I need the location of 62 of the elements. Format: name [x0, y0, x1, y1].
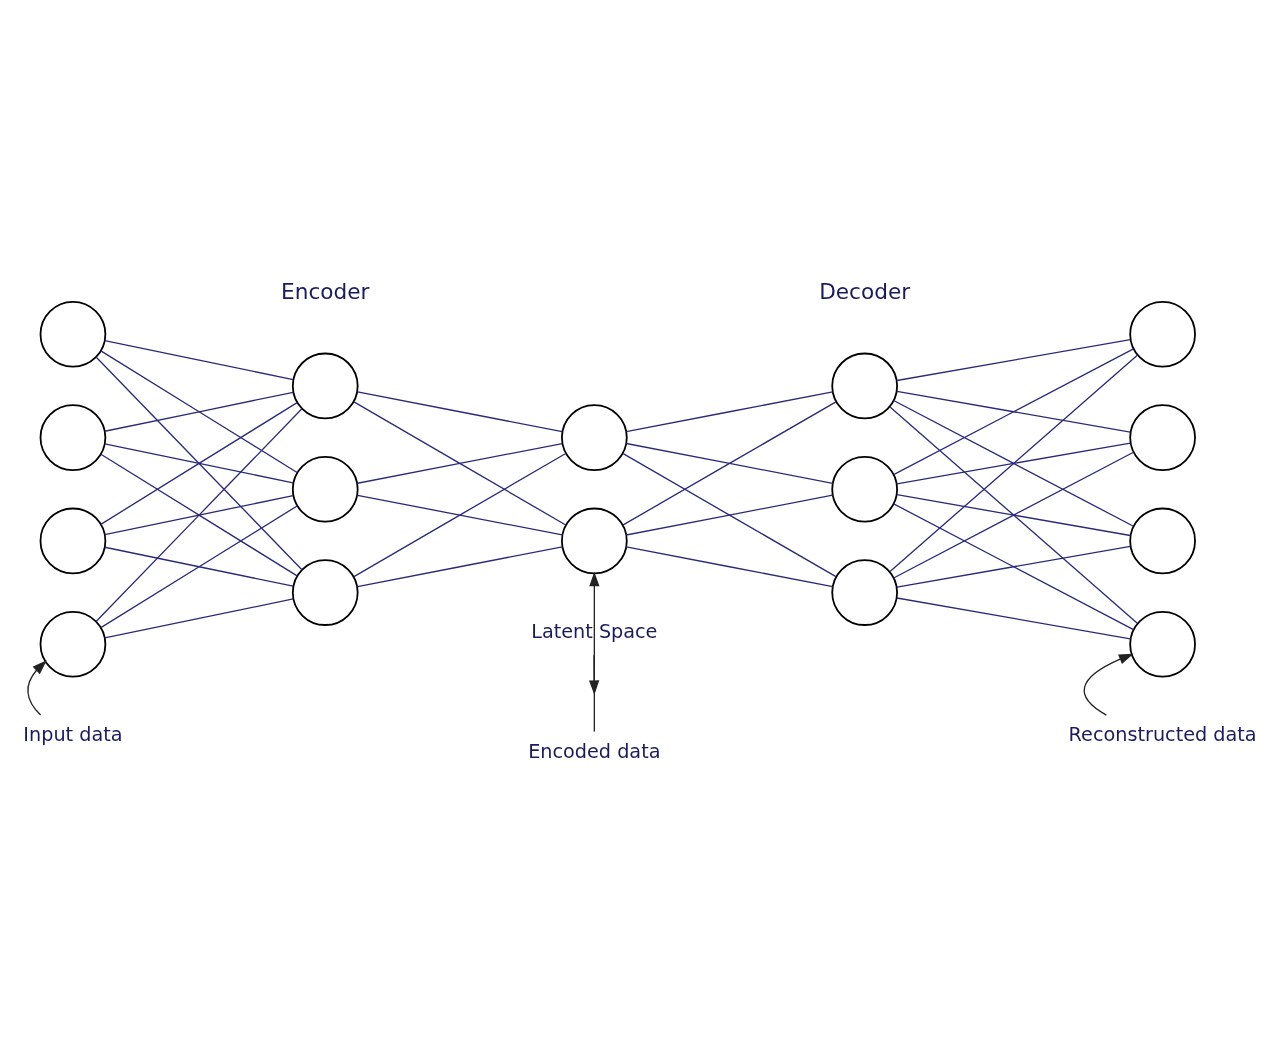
connector [104, 597, 294, 639]
node-circle [39, 403, 107, 471]
connector [100, 349, 298, 473]
node-circle [291, 352, 359, 419]
connector [625, 390, 834, 432]
connector [353, 452, 567, 577]
connector [889, 354, 1138, 572]
node-text: Latent Space [531, 619, 658, 643]
connector [893, 502, 1135, 630]
label: Decoder [819, 278, 911, 304]
node-circle [831, 352, 898, 419]
connector [896, 596, 1131, 639]
node-circle [1129, 610, 1196, 678]
arrow [27, 659, 47, 716]
node-circle [831, 558, 898, 626]
node-circle [831, 455, 898, 523]
node-circle [561, 507, 628, 574]
connector [622, 452, 837, 577]
connector [896, 338, 1131, 381]
node-circle [1129, 300, 1196, 368]
connector [893, 399, 1135, 527]
connector [356, 494, 563, 536]
connector [95, 356, 303, 570]
connector [896, 493, 1131, 536]
connector [104, 339, 294, 380]
connector [356, 545, 563, 587]
connector [100, 401, 298, 525]
node-circle [561, 403, 628, 471]
connector [625, 442, 834, 484]
connector [353, 400, 567, 526]
node-circle [39, 610, 107, 678]
node-text: Input data [23, 722, 123, 746]
connector [893, 347, 1135, 475]
arrow [1083, 653, 1134, 716]
connector [889, 405, 1138, 624]
node-circle [1129, 507, 1196, 574]
connector [896, 390, 1131, 433]
connector [356, 390, 563, 432]
connector [622, 400, 837, 526]
connector [356, 442, 563, 484]
connector [104, 442, 294, 484]
connector [896, 441, 1131, 484]
label: Encoder [281, 278, 370, 304]
connector [100, 504, 298, 628]
arrow [589, 571, 600, 732]
connector [104, 546, 294, 587]
connector [104, 391, 294, 432]
node-text: Encoded data [528, 739, 661, 763]
arrow [589, 654, 600, 695]
connector [893, 451, 1135, 579]
connector [104, 494, 294, 535]
connector [625, 494, 834, 536]
node-text: Reconstructed data [1068, 722, 1257, 746]
node-circle [39, 300, 107, 368]
node-circle [291, 558, 359, 626]
node-circle [1129, 403, 1196, 471]
node-circle [291, 455, 359, 523]
connector [100, 453, 298, 577]
connector [896, 545, 1131, 588]
node-circle [39, 507, 107, 574]
connector [95, 407, 303, 622]
connector [625, 545, 834, 587]
